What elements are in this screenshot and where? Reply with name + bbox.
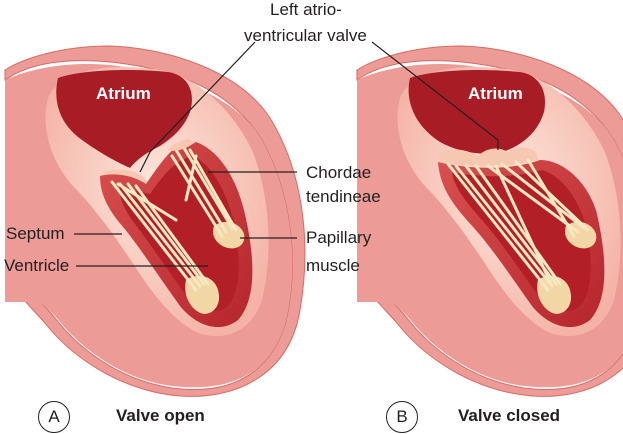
panel-b-atrium [408, 70, 545, 154]
leader-valve-a [139, 41, 256, 173]
panel-b-valve-closed [438, 147, 538, 167]
label-septum: Septum [6, 224, 65, 243]
label-papillary-line2: muscle [306, 256, 360, 275]
panel-a-caption: Valve open [116, 406, 205, 425]
panel-b-heart [356, 45, 623, 397]
label-valve-line1: Left atrio- [270, 0, 342, 19]
panel-b-chordae [446, 158, 590, 292]
panel-b-letter-badge: B [386, 401, 418, 433]
leader-lines [74, 41, 499, 267]
label-atrium-b: Atrium [468, 84, 523, 103]
panel-a-valve-leaflet [168, 140, 196, 151]
panel-a-ventricle-cavity [119, 156, 239, 311]
label-chordae-line1: Chordae [306, 163, 372, 182]
label-papillary-line1: Papillary [306, 228, 372, 247]
label-atrium-a: Atrium [96, 84, 151, 103]
panel-a-heart [4, 45, 306, 397]
label-valve-line2: ventricular valve [244, 26, 367, 45]
panel-a-chordae [110, 146, 238, 292]
label-chordae-line2: tendineae [306, 187, 381, 206]
panel-a-letter-badge: A [38, 401, 70, 433]
label-ventricle: Ventricle [4, 256, 70, 275]
panel-b-caption: Valve closed [458, 406, 561, 425]
leader-valve-b [371, 41, 499, 150]
